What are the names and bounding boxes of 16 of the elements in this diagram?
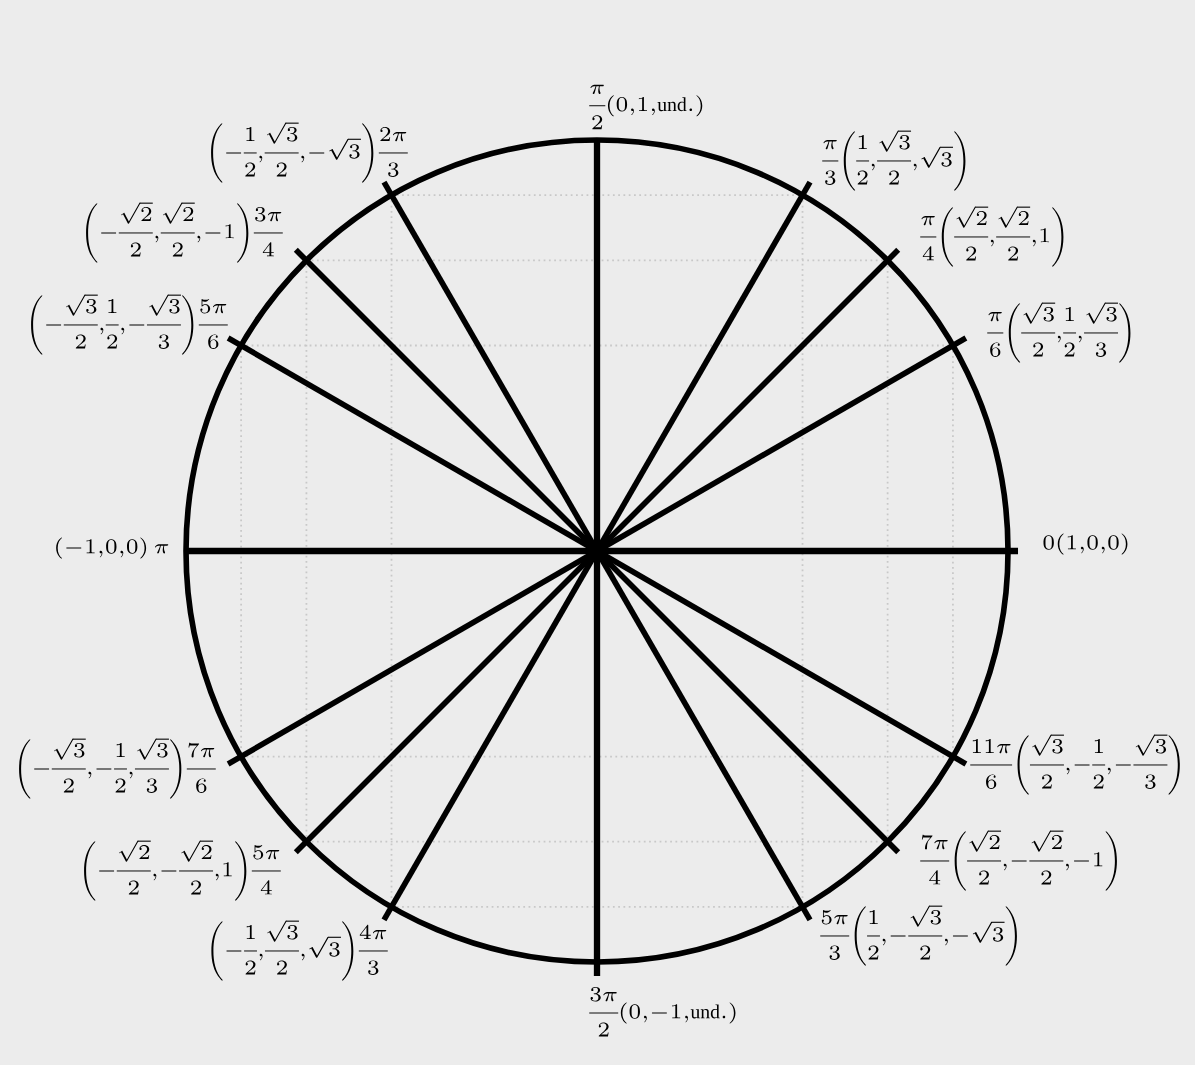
angle-label: $\frac{11\pi}{6}\left(\frac{\sqrt{3}}{2},-\frac{1}{2},-\frac{\sqrt{3}}{3}\right)$ [970,734,1180,795]
angle-label: $\frac{\pi}{6}\left(\frac{\sqrt{3}}{2},\frac{1}{2},\frac{\sqrt{3}}{3}\right)$ [987,302,1131,363]
angle-label: $\frac{\pi}{2}(0,1,\mathrm{und.})$ [589,84,703,130]
angle-label: $\frac{\pi}{3}\left(\frac{1}{2},\frac{\sqrt{3}}{2},\sqrt{3}\right)$ [822,130,966,191]
angle-label: $0(1,0,0)$ [1043,533,1128,555]
angle-label: $\frac{\pi}{4}\left(\frac{\sqrt{2}}{2},\frac{\sqrt{2}}{2},1\right)$ [920,206,1064,267]
angle-label: $\left(-\frac{\sqrt{3}}{2},\frac{1}{2},-\frac{\sqrt{3}}{3}\right)\frac{5\pi}{6}$ [31,294,228,355]
angle-label: $\left(-\frac{1}{2},\frac{\sqrt{3}}{2},-\sqrt{3}\right)\frac{2\pi}{3}$ [211,122,408,183]
angle-label: $(-1,0,0)\ \pi$ [56,537,169,559]
angle-label: $\frac{5\pi}{3}\left(\frac{1}{2},-\frac{\sqrt{3}}{2},-\sqrt{3}\right)$ [820,905,1017,966]
angle-label: $\frac{7\pi}{4}\left(\frac{\sqrt{2}}{2},-\frac{\sqrt{2}}{2},-1\right)$ [920,830,1117,891]
angle-label: $\left(-\frac{\sqrt{2}}{2},-\frac{\sqrt{2}}{2},1\right)\frac{5\pi}{4}$ [84,840,281,901]
angle-label: $\left(-\frac{\sqrt{3}}{2},-\frac{1}{2},\frac{\sqrt{3}}{3}\right)\frac{7\pi}{6}$ [19,738,216,799]
angle-label: $\left(-\frac{1}{2},\frac{\sqrt{3}}{2},\sqrt{3}\right)\frac{4\pi}{3}$ [211,920,388,981]
angle-label: $\left(-\frac{\sqrt{2}}{2},\frac{\sqrt{2}}{2},-1\right)\frac{3\pi}{4}$ [86,202,283,263]
angle-label: $\frac{3\pi}{2}(0,-1,\mathrm{und.})$ [589,987,736,1037]
